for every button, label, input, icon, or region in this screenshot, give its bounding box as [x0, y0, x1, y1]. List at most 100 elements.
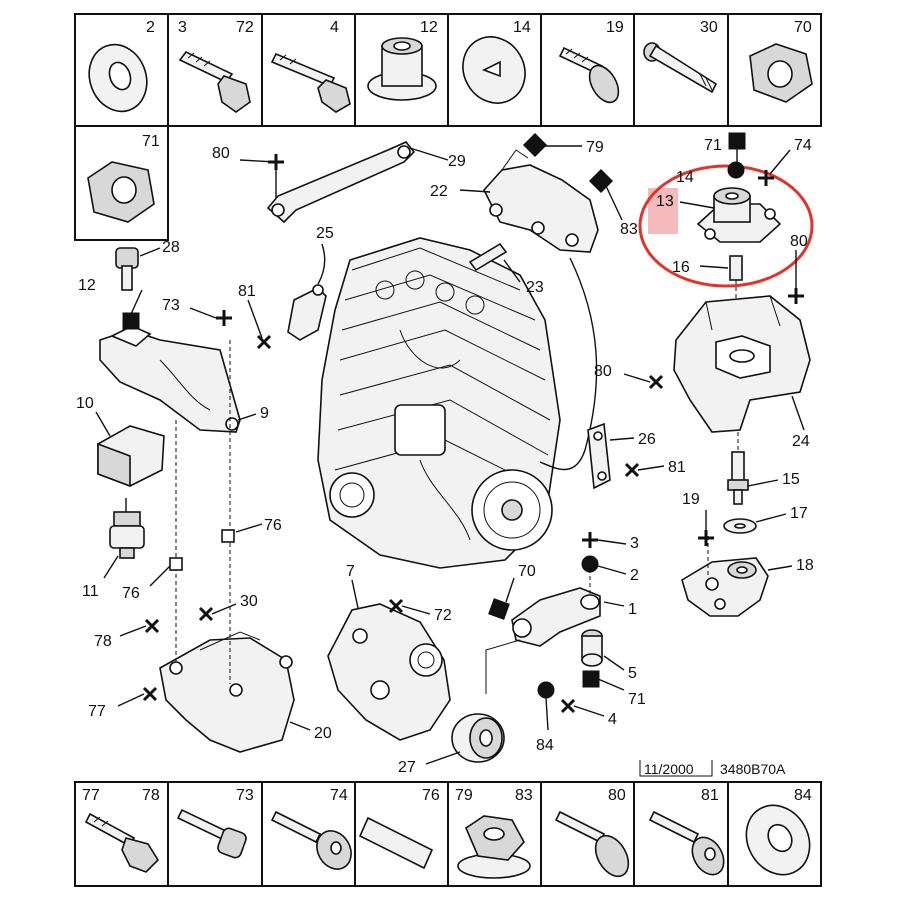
footer-date: 11/2000	[644, 761, 694, 777]
callout-26: 26	[638, 431, 656, 448]
top-cell-12-number: 12	[420, 19, 438, 36]
callout-77: 77	[88, 703, 106, 720]
flange-nut-icon	[367, 37, 437, 101]
torx-screw-icon	[270, 810, 352, 870]
callout-84: 84	[536, 737, 554, 754]
upper-bracket-22	[459, 149, 599, 471]
hex-bolt-icon	[84, 812, 160, 873]
callout-80: 80	[212, 145, 230, 162]
plate-26	[587, 422, 635, 490]
top-cell-19-number: 19	[606, 19, 624, 36]
nyloc-nut-icon	[87, 161, 155, 223]
bottom-cell-77-number: 77	[82, 787, 100, 804]
bottom-cell-73-number: 73	[236, 787, 254, 804]
left-mount-bracket-9	[99, 325, 257, 433]
top-cell-3-number: 3	[178, 19, 187, 36]
markers	[122, 132, 804, 714]
callout-28: 28	[162, 239, 180, 256]
leader-lines	[117, 140, 797, 731]
dot-marker-14	[727, 161, 745, 179]
callout-16: 16	[672, 259, 690, 276]
bolt-icon	[178, 50, 251, 113]
mount-bracket-24	[673, 295, 811, 433]
callout-72: 72	[434, 607, 452, 624]
top-cell-72-number: 72	[236, 19, 254, 36]
square-marker-83	[588, 168, 614, 194]
bottom-cell-81-number: 81	[701, 787, 719, 804]
callout-9: 9	[260, 405, 269, 422]
footer-reference: 3480B70A	[720, 761, 786, 777]
large-washer-icon	[745, 804, 811, 876]
long-bolt-icon	[270, 52, 351, 113]
mount-11	[103, 498, 145, 579]
callout-81-mid: 81	[668, 459, 686, 476]
callout-20: 20	[314, 725, 332, 742]
top-cell-4-number: 4	[330, 19, 339, 36]
torque-rod-29	[239, 141, 449, 224]
top-parts-grid: 2 3 72 4 12 14 19 30 70 71	[74, 13, 822, 241]
cross-marker-77	[142, 686, 158, 702]
callout-71-lower: 71	[628, 691, 646, 708]
callout-11: 11	[82, 583, 99, 600]
top-cell-2-number: 2	[146, 19, 155, 36]
callout-79: 79	[586, 139, 604, 156]
bottom-cell-79-number: 79	[455, 787, 473, 804]
callout-76-left: 76	[122, 585, 140, 602]
callout-13: 13	[656, 193, 674, 210]
callout-83: 83	[620, 221, 638, 238]
stud-15	[727, 432, 779, 505]
callout-3: 3	[630, 535, 639, 552]
plus-marker-3	[582, 532, 598, 548]
cross-marker-81b	[624, 462, 640, 478]
bottom-cell-83-number: 83	[515, 787, 533, 804]
bottom-parts-grid: 77 78 73 74 76 79 83 80 81 84	[74, 781, 822, 887]
square-marker-12	[122, 312, 140, 330]
bottom-cell-78-number: 78	[142, 787, 160, 804]
plus-marker-74	[758, 170, 774, 186]
callout-10: 10	[76, 395, 94, 412]
engine-block	[317, 237, 561, 569]
cross-marker-80c	[648, 374, 664, 390]
cross-marker-30	[198, 606, 214, 622]
callout-29: 29	[448, 153, 466, 170]
callout-76: 76	[264, 517, 282, 534]
mount-18	[681, 557, 793, 617]
callout-1: 1	[628, 601, 637, 618]
bush-5	[581, 629, 625, 671]
flat-washer-icon	[462, 36, 526, 104]
torx-bolt-icon	[648, 810, 725, 876]
callout-74: 74	[794, 137, 812, 154]
callout-71: 71	[704, 137, 722, 154]
square-marker-71b	[582, 670, 600, 688]
callout-24: 24	[792, 433, 810, 450]
flange-bolt-icon	[558, 46, 620, 104]
top-cell-70-number: 70	[794, 19, 812, 36]
callout-4: 4	[608, 711, 617, 728]
callout-14: 14	[676, 169, 694, 186]
small-bracket-25	[287, 243, 327, 341]
washer-17	[723, 513, 787, 534]
callout-5: 5	[628, 665, 637, 682]
gearbox-bracket-7	[327, 579, 451, 741]
bottom-cell-76-number: 76	[422, 787, 440, 804]
dowel-23	[468, 242, 521, 283]
callout-7: 7	[346, 563, 355, 580]
bottom-cell-74-number: 74	[330, 787, 348, 804]
square-marker-79	[522, 132, 548, 158]
cross-marker-72	[388, 598, 404, 614]
callout-27: 27	[398, 759, 416, 776]
callout-70: 70	[518, 563, 536, 580]
callout-25: 25	[316, 225, 334, 242]
long-flange-bolt-icon	[554, 810, 630, 878]
callout-80-mid: 80	[594, 363, 612, 380]
bolt-28	[115, 247, 161, 291]
callout-78: 78	[94, 633, 112, 650]
left-cell-71-number: 71	[142, 133, 160, 150]
short-stud-icon	[176, 808, 247, 859]
cross-marker-78	[144, 618, 160, 634]
lower-bracket-20	[149, 340, 311, 753]
highlight-circle	[638, 164, 814, 288]
plus-marker-19	[698, 530, 714, 546]
callout-30: 30	[240, 593, 258, 610]
